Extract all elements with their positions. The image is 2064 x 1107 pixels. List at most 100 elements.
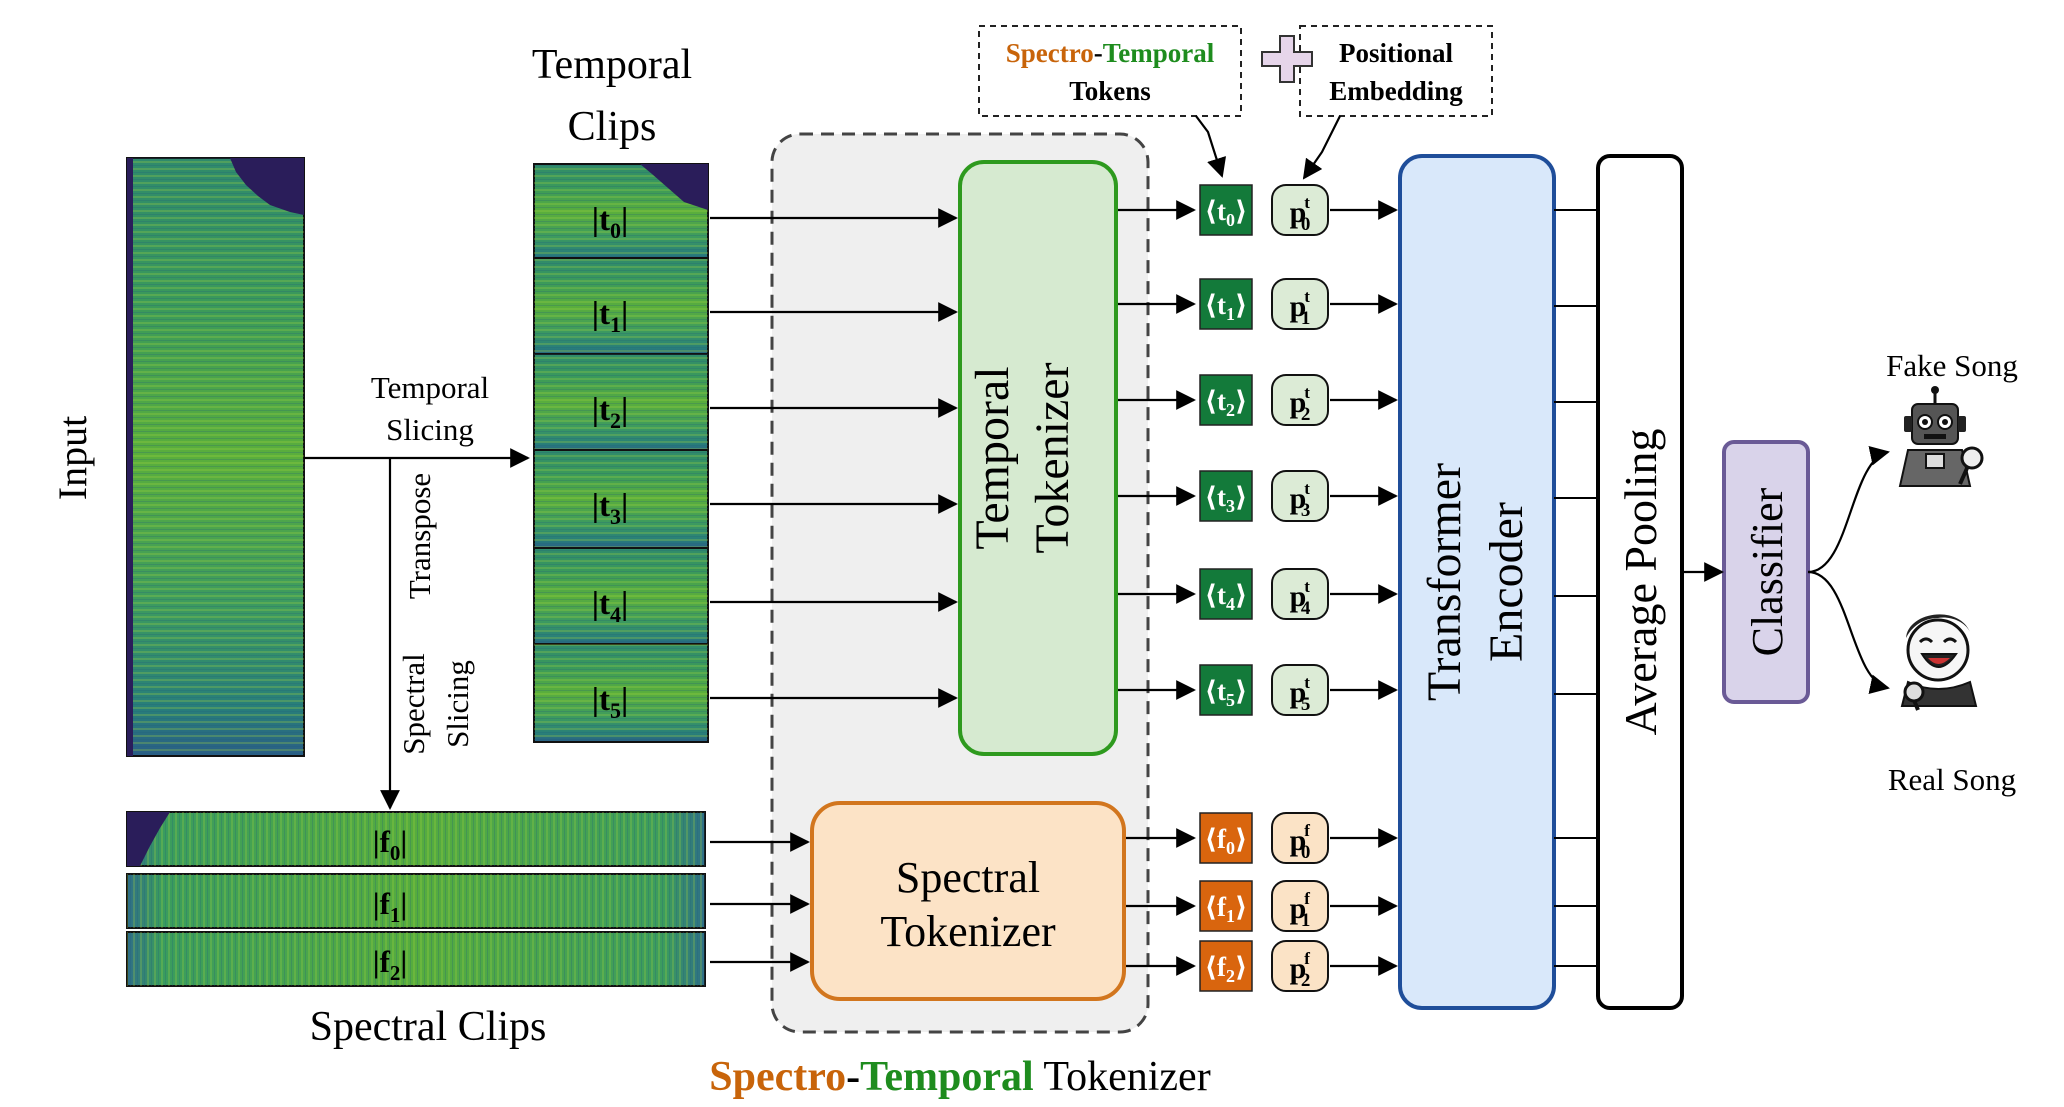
spectral-clip-0: |f0|: [126, 811, 810, 867]
average-pooling-label: Average Pooling: [1615, 428, 1666, 735]
bottom-temporal-word: Temporal: [860, 1054, 1033, 1100]
connectors: [304, 448, 530, 810]
legend-token-arrow: [1195, 115, 1227, 178]
temporal-clip-1: |t1|: [533, 257, 958, 357]
temporal-clip-0: |t0|: [533, 163, 958, 263]
bottom-rest-word: Tokenizer: [1034, 1054, 1211, 1100]
temporal-token-5: [1199, 664, 1253, 716]
temporal-token-label-2: ⟨t2⟩: [1205, 386, 1248, 420]
spectral-tokenizer-label-1: Spectral: [896, 853, 1040, 902]
temporal-clip-label-2: |t2|: [592, 392, 629, 433]
temporal-clips: |t0| |t1| |t2| |t3| |t4| |t5|: [533, 163, 958, 743]
temporal-tokenizer-label-1: Temporal: [966, 366, 1019, 549]
bottom-title: Spectro-Temporal Tokenizer: [709, 1054, 1210, 1100]
spectral-pos-1: [1271, 880, 1329, 932]
spectral-token-label-2: ⟨f2⟩: [1205, 952, 1248, 986]
spectral-token-1: [1199, 880, 1253, 932]
temporal-token-label-1: ⟨t1⟩: [1205, 290, 1248, 324]
temporal-clip-sub-0: 0: [610, 218, 621, 243]
transformer-label-1: Transformer: [1418, 463, 1471, 701]
temporal-clip-2: |t2|: [533, 353, 958, 453]
plus-icon: [1261, 35, 1313, 83]
temporal-token-label-4: ⟨t4⟩: [1205, 580, 1248, 614]
temporal-pos-2: [1271, 374, 1329, 426]
real-output-arrow: [1807, 570, 1890, 694]
legend-spectro-word: Spectro: [1006, 38, 1094, 68]
classifier-label: Classifier: [1743, 487, 1792, 656]
spectral-slicing-label-1: Spectral: [396, 653, 431, 755]
temporal-pos-3: [1271, 470, 1329, 522]
transformer-encoder-box: [1398, 154, 1556, 1010]
temporal-token-3: [1199, 470, 1253, 522]
average-pooling-box: [1596, 154, 1684, 1010]
input-label: Input: [50, 416, 95, 500]
temporal-pos-4: [1271, 568, 1329, 620]
temporal-clip-sym-3: |t: [592, 488, 610, 524]
temporal-token-label-3: ⟨t3⟩: [1205, 482, 1248, 516]
temporal-clip-label-3: |t3|: [592, 488, 629, 529]
temporal-token-4: [1199, 568, 1253, 620]
temporal-clips-label-1: Temporal: [532, 42, 692, 88]
spectral-clip-sub-1: 1: [390, 903, 401, 927]
spectral-pos-2: [1271, 940, 1329, 992]
spectral-clips: |f0| |f1||f2|: [126, 811, 810, 987]
temporal-clip-sym-1: |t: [592, 296, 610, 332]
legend-positional-line2: Embedding: [1329, 76, 1463, 106]
spectral-clip-sym-1: |f: [373, 886, 391, 921]
spectral-clip-2: |f2|: [126, 931, 810, 987]
human-singer-icon: [1900, 614, 1978, 711]
temporal-clip-sym-5: |t: [592, 682, 610, 718]
temporal-clip-sub-4: 4: [610, 602, 621, 627]
spectral-token-label-1: ⟨f1⟩: [1205, 892, 1248, 926]
temporal-clip-label-0: |t0|: [592, 202, 629, 243]
temporal-token-label-5: ⟨t5⟩: [1205, 676, 1248, 710]
encoder-pooling-links: [1554, 209, 1598, 967]
real-song-label: Real Song: [1888, 762, 2016, 797]
legend-positional-line1: Positional: [1339, 38, 1454, 68]
temporal-slicing-label-1: Temporal: [371, 370, 489, 405]
temporal-clip-sym-4: |t: [592, 586, 610, 622]
spectral-pos-0: [1271, 812, 1329, 864]
temporal-clip-label-1: |t1|: [592, 296, 629, 337]
transformer-label-2: Encoder: [1480, 502, 1533, 662]
transpose-label: Transpose: [402, 473, 437, 599]
temporal-clip-label-5: |t5|: [592, 682, 629, 723]
spectral-clip-sub-0: 0: [390, 841, 401, 865]
temporal-clip-label-4: |t4|: [592, 586, 629, 627]
temporal-clip-sub-5: 5: [610, 698, 621, 723]
temporal-clip-sub-1: 1: [610, 312, 621, 337]
temporal-clip-3: |t3|: [533, 449, 958, 549]
temporal-slicing-label-2: Slicing: [386, 412, 474, 447]
temporal-clip-sub-3: 3: [610, 504, 621, 529]
temporal-clip-5: |t5|: [533, 643, 958, 743]
temporal-pos-0: [1271, 184, 1329, 236]
temporal-pos-1: [1271, 278, 1329, 330]
temporal-token-0: [1199, 184, 1253, 236]
spectral-token-0: [1199, 812, 1253, 864]
spectral-clip-label-0: |f0|: [373, 824, 407, 865]
fake-song-label: Fake Song: [1886, 348, 2018, 383]
temporal-token-1: [1199, 278, 1253, 330]
spectral-clip-1: |f1|: [126, 873, 810, 929]
spectral-token-2: [1199, 940, 1253, 992]
spectral-tokenizer-box: [810, 801, 1126, 1001]
temporal-clip-sym-2: |t: [592, 392, 610, 428]
